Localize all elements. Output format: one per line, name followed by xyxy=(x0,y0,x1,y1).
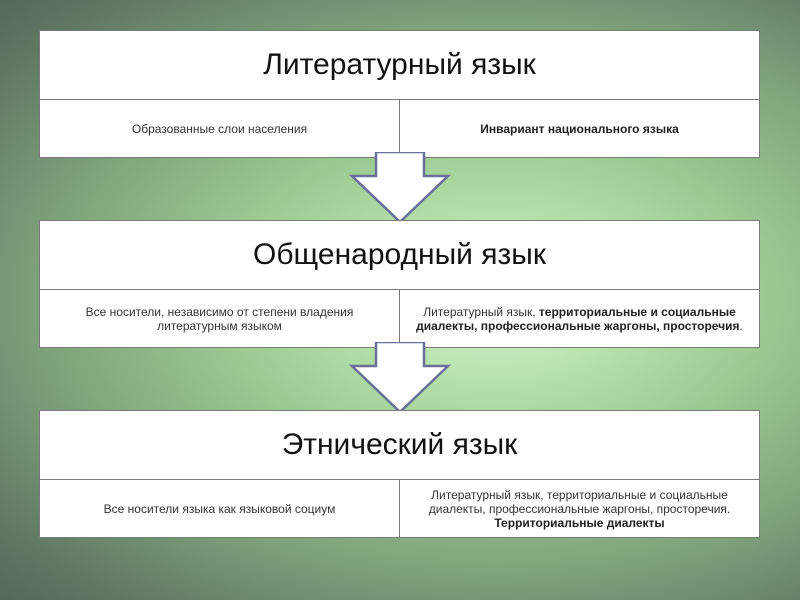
cell-text: Все носители, независимо от степени влад… xyxy=(54,305,385,333)
bold-text-run: территориальные и социальные диалекты, п… xyxy=(416,304,740,333)
text-run: Литературный язык, территориальные и соц… xyxy=(428,487,731,516)
bold-text-run: Инвариант национального языка xyxy=(480,121,679,136)
cell-speakers: Все носители, независимо от степени влад… xyxy=(40,290,399,347)
cell-text: Литературный язык, территориальные и соц… xyxy=(414,305,745,333)
block-row: Все носители, независимо от степени влад… xyxy=(40,290,759,347)
block-row: Образованные слои населения Инвариант на… xyxy=(40,100,759,157)
cell-speakers: Образованные слои населения xyxy=(40,100,399,157)
down-arrow-icon xyxy=(348,342,452,414)
cell-text: Образованные слои населения xyxy=(132,122,307,136)
text-run: Все носители языка как языковой социум xyxy=(103,501,336,516)
text-run: . xyxy=(739,318,743,333)
block-literary-language: Литературный язык Образованные слои насе… xyxy=(39,30,760,158)
cell-text: Литературный язык, территориальные и соц… xyxy=(414,488,745,530)
cell-contents: Литературный язык, территориальные и соц… xyxy=(399,290,759,347)
cell-contents: Инвариант национального языка xyxy=(399,100,759,157)
text-run: Образованные слои населения xyxy=(131,121,308,136)
text-run: Все носители, независимо от степени влад… xyxy=(85,304,354,333)
block-title: Общенародный язык xyxy=(40,221,759,290)
cell-text: Инвариант национального языка xyxy=(480,122,679,136)
text-run: Литературный язык, xyxy=(423,304,539,319)
block-ethnic-language: Этнический язык Все носители языка как я… xyxy=(39,410,760,538)
cell-contents: Литературный язык, территориальные и соц… xyxy=(399,480,759,537)
cell-text: Все носители языка как языковой социум xyxy=(104,502,336,516)
down-arrow-icon xyxy=(348,152,452,224)
block-row: Все носители языка как языковой социум Л… xyxy=(40,480,759,537)
cell-speakers: Все носители языка как языковой социум xyxy=(40,480,399,537)
block-title: Литературный язык xyxy=(40,31,759,100)
block-common-language: Общенародный язык Все носители, независи… xyxy=(39,220,760,348)
block-title: Этнический язык xyxy=(40,411,759,480)
bold-text-run: Территориальные диалекты xyxy=(494,515,665,530)
